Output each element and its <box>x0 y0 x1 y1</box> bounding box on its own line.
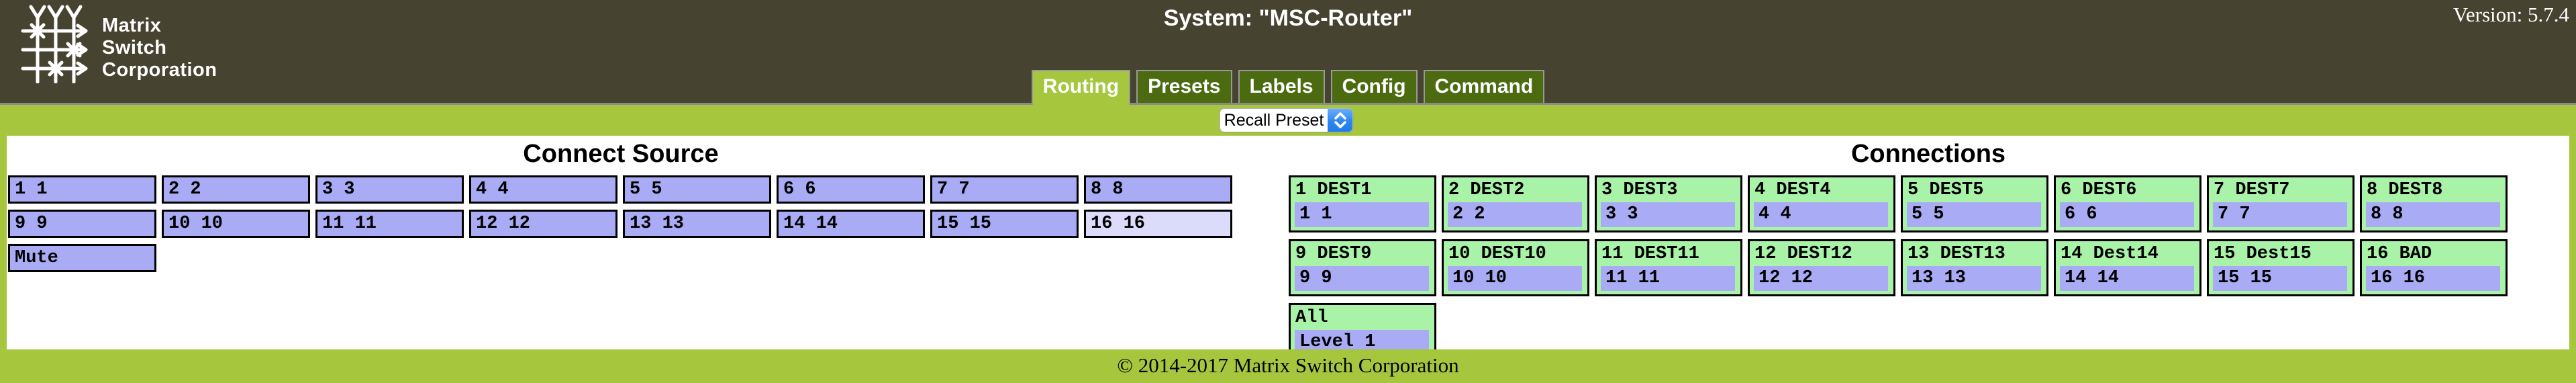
source-button-11-11[interactable]: 11 11 <box>315 210 464 238</box>
destination-routed-source[interactable]: 16 16 <box>2366 266 2500 291</box>
destination-routed-source[interactable]: 10 10 <box>1448 266 1582 291</box>
tab-labels[interactable]: Labels <box>1238 70 1325 103</box>
destination-label: 6 DEST6 <box>2061 180 2137 200</box>
destination-routed-source[interactable]: 14 14 <box>2060 266 2194 291</box>
footer: © 2014-2017 Matrix Switch Corporation <box>0 349 2576 383</box>
source-button-1-1[interactable]: 1 1 <box>8 175 156 204</box>
destination-routed-source[interactable]: 6 6 <box>2060 202 2194 227</box>
source-button-9-9[interactable]: 9 9 <box>8 210 156 238</box>
destination-label: 5 DEST5 <box>1908 180 1984 200</box>
destination-label: 12 DEST12 <box>1754 244 1852 264</box>
tab-routing[interactable]: Routing <box>1031 70 1131 105</box>
destination-routed-source[interactable]: 11 11 <box>1601 266 1735 291</box>
connections-title: Connections <box>1850 140 2006 168</box>
tab-presets[interactable]: Presets <box>1136 70 1232 103</box>
copyright-text: © 2014-2017 Matrix Switch Corporation <box>1117 353 1459 377</box>
destination-label: 11 DEST11 <box>1601 244 1699 264</box>
destination-label: 4 DEST4 <box>1754 180 1831 200</box>
source-button-13-13[interactable]: 13 13 <box>623 210 771 238</box>
destination-routed-source[interactable]: 8 8 <box>2366 202 2500 227</box>
select-arrows-icon <box>1328 109 1352 132</box>
logo-line: Matrix <box>102 15 162 36</box>
source-button-14-14[interactable]: 14 14 <box>777 210 925 238</box>
source-button-7-7[interactable]: 7 7 <box>930 175 1079 204</box>
destination-routed-source[interactable]: 4 4 <box>1754 202 1888 227</box>
destination-label: 15 Dest15 <box>2214 244 2312 264</box>
recall-preset-select[interactable]: Recall Preset <box>1220 109 1352 132</box>
destination-label: 2 DEST2 <box>1448 180 1525 200</box>
destination-label: 3 DEST3 <box>1601 180 1678 200</box>
destination-routed-source[interactable]: 12 12 <box>1754 266 1888 291</box>
header: Matrix Switch Corporation System: "MSC-R… <box>0 0 2576 105</box>
destination-routed-source[interactable]: 15 15 <box>2213 266 2347 291</box>
source-button-5-5[interactable]: 5 5 <box>623 175 771 204</box>
destination-label: 8 DEST8 <box>2367 180 2443 200</box>
destination-label: 14 Dest14 <box>2061 244 2159 264</box>
source-button-3-3[interactable]: 3 3 <box>315 175 464 204</box>
recall-preset-select-value: Recall Preset <box>1224 111 1324 130</box>
logo: Matrix Switch Corporation <box>17 4 217 83</box>
destination-routed-source[interactable]: 2 2 <box>1448 202 1582 227</box>
destination-label: 1 DEST1 <box>1295 180 1372 200</box>
logo-text: Matrix Switch Corporation <box>102 15 217 81</box>
destination-routed-source[interactable]: 7 7 <box>2213 202 2347 227</box>
logo-line: Switch <box>102 37 167 58</box>
destination-routed-source[interactable]: 5 5 <box>1907 202 2041 227</box>
destination-routed-source[interactable]: 9 9 <box>1295 266 1429 291</box>
connect-source-title: Connect Source <box>523 140 719 168</box>
version-label: Version: 5.7.4 <box>2453 3 2569 26</box>
destination-label: 16 BAD <box>2367 244 2432 264</box>
source-button-15-15[interactable]: 15 15 <box>930 210 1079 238</box>
destination-routed-source[interactable]: 1 1 <box>1295 202 1429 227</box>
destination-label: 7 DEST7 <box>2214 180 2290 200</box>
source-button-6-6[interactable]: 6 6 <box>777 175 925 204</box>
destination-routed-source[interactable]: 13 13 <box>1907 266 2041 291</box>
source-button-8-8[interactable]: 8 8 <box>1084 175 1232 204</box>
source-button-2-2[interactable]: 2 2 <box>162 175 310 204</box>
source-button-4-4[interactable]: 4 4 <box>469 175 617 204</box>
destination-routed-source[interactable]: 3 3 <box>1601 202 1735 227</box>
source-button-12-12[interactable]: 12 12 <box>469 210 617 238</box>
system-title: System: "MSC-Router" <box>1163 5 1413 31</box>
toolbar: Recall Preset <box>0 105 2576 136</box>
source-button-mute[interactable]: Mute <box>8 244 156 272</box>
tab-command[interactable]: Command <box>1423 70 1545 103</box>
destination-label: 9 DEST9 <box>1295 244 1372 264</box>
matrix-grid-logo-icon <box>21 5 88 83</box>
destination-label: 10 DEST10 <box>1448 244 1546 264</box>
destination-label: All <box>1295 308 1328 328</box>
tab-config[interactable]: Config <box>1330 70 1418 103</box>
destination-label: 13 DEST13 <box>1908 244 2005 264</box>
source-button-10-10[interactable]: 10 10 <box>162 210 310 238</box>
source-button-16-16[interactable]: 16 16 <box>1084 210 1232 238</box>
logo-line: Corporation <box>102 59 217 81</box>
